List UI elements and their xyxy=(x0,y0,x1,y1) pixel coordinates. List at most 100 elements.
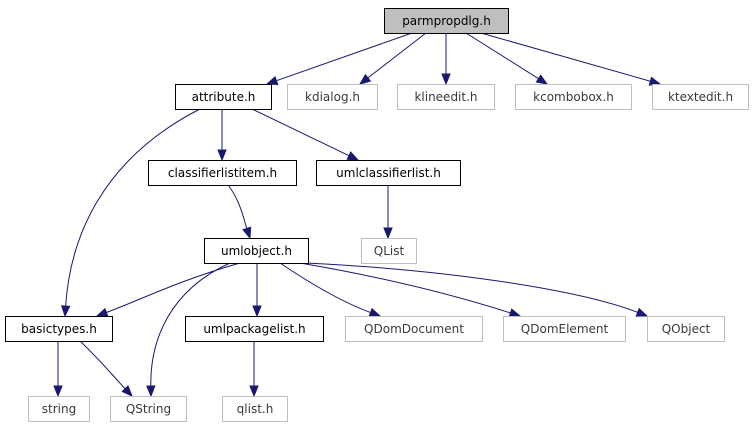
edge-basictypes-to-string xyxy=(53,341,63,398)
node-parmpropdlg: parmpropdlg.h xyxy=(384,8,509,34)
edge-basictypes-to-qstring xyxy=(79,340,133,397)
node-qlist_cap: QList xyxy=(361,238,417,264)
edge-umlobject-to-qobject xyxy=(305,262,649,317)
arrowhead xyxy=(368,307,382,317)
node-umlclassifierlist[interactable]: umlclassifierlist.h xyxy=(316,160,461,186)
node-box xyxy=(222,396,288,422)
edge-parmpropdlg-to-attribute xyxy=(265,32,413,85)
nodes-layer: parmpropdlg.h attribute.h kdialog.h klineed… xyxy=(5,8,749,422)
node-box xyxy=(287,84,378,110)
arrowhead xyxy=(146,385,156,398)
edge-line xyxy=(367,32,427,79)
node-box xyxy=(148,160,297,186)
node-label: QObject xyxy=(662,322,711,336)
arrowhead xyxy=(358,73,372,85)
node-label: umlpackagelist.h xyxy=(203,322,305,336)
edge-line xyxy=(227,184,248,229)
node-label: klineedit.h xyxy=(414,90,477,104)
edge-umlobject-to-qdomdocument xyxy=(279,262,382,317)
edge-umlobject-to-umlpackagelist xyxy=(252,263,262,318)
node-label: kcombobox.h xyxy=(533,90,614,104)
node-label: qlist.h xyxy=(237,402,274,416)
node-kdialog: kdialog.h xyxy=(287,84,378,110)
node-label: QList xyxy=(374,244,405,258)
node-klineedit: klineedit.h xyxy=(397,84,495,110)
arrowhead xyxy=(252,305,262,318)
node-string: string xyxy=(28,396,90,422)
edge-attribute-to-umlclassifierlist xyxy=(251,108,360,161)
node-label: umlclassifierlist.h xyxy=(336,166,441,180)
node-basictypes[interactable]: basictypes.h xyxy=(5,316,113,342)
edge-umlobject-to-basictypes xyxy=(95,262,241,317)
node-attribute[interactable]: attribute.h xyxy=(175,84,272,110)
arrowhead xyxy=(508,308,522,318)
node-box xyxy=(384,8,509,34)
arrowhead xyxy=(635,307,649,317)
edge-attribute-to-basictypes xyxy=(60,108,201,318)
node-label: QDomElement xyxy=(521,322,609,336)
node-box xyxy=(397,84,495,110)
node-label: classifierlistitem.h xyxy=(168,166,277,180)
node-box xyxy=(175,84,272,110)
node-box xyxy=(185,316,324,342)
node-label: parmpropdlg.h xyxy=(402,14,491,28)
node-qlist_h: qlist.h xyxy=(222,396,288,422)
node-qdomelement: QDomElement xyxy=(503,316,626,342)
node-box xyxy=(361,238,417,264)
arrowhead xyxy=(53,385,63,398)
node-box xyxy=(204,238,309,264)
arrowhead xyxy=(265,76,279,85)
edge-line xyxy=(480,32,651,82)
edge-parmpropdlg-to-kcombobox xyxy=(465,32,549,85)
edge-umlclassifierlist-to-qlist_cap xyxy=(383,185,393,240)
edge-line xyxy=(106,262,241,313)
edge-line xyxy=(299,262,511,314)
edge-line xyxy=(79,340,126,390)
node-label: QDomDocument xyxy=(364,322,464,336)
node-label: QString xyxy=(126,402,171,416)
edge-classifierlistitem-to-umlobject xyxy=(227,184,252,240)
edge-umlpackagelist-to-qlist_h xyxy=(249,341,259,398)
node-ktextedit: ktextedit.h xyxy=(652,84,749,110)
node-kcombobox: kcombobox.h xyxy=(515,84,632,110)
edge-line xyxy=(276,32,413,82)
edge-parmpropdlg-to-klineedit xyxy=(441,33,451,86)
arrowhead xyxy=(217,149,227,162)
arrowhead xyxy=(249,385,259,398)
edge-parmpropdlg-to-kdialog xyxy=(358,32,427,85)
arrowhead xyxy=(95,307,109,317)
edge-line xyxy=(65,108,201,307)
node-label: string xyxy=(42,402,76,416)
node-box xyxy=(503,316,626,342)
node-qstring: QString xyxy=(110,396,187,422)
node-box xyxy=(5,316,113,342)
node-box xyxy=(515,84,632,110)
node-box xyxy=(316,160,461,186)
node-qdomdocument: QDomDocument xyxy=(345,316,483,342)
arrowhead xyxy=(648,76,662,86)
arrowhead xyxy=(441,73,451,86)
node-label: umlobject.h xyxy=(221,244,292,258)
node-label: attribute.h xyxy=(192,90,256,104)
arrowhead xyxy=(60,305,71,318)
node-box xyxy=(110,396,187,422)
arrowhead xyxy=(242,226,252,240)
node-qobject: QObject xyxy=(647,316,725,342)
edge-line xyxy=(279,262,371,314)
edge-umlobject-to-qstring xyxy=(146,262,231,398)
node-umlpackagelist[interactable]: umlpackagelist.h xyxy=(185,316,324,342)
edge-attribute-to-classifierlistitem xyxy=(217,109,227,162)
edge-line xyxy=(251,108,350,157)
node-umlobject[interactable]: umlobject.h xyxy=(204,238,309,264)
edge-line xyxy=(305,262,638,313)
node-label: ktextedit.h xyxy=(668,90,733,104)
node-classifierlistitem[interactable]: classifierlistitem.h xyxy=(148,160,297,186)
edge-line xyxy=(150,262,231,387)
node-box xyxy=(345,316,483,342)
node-box xyxy=(647,316,725,342)
arrowhead xyxy=(346,151,360,161)
node-label: basictypes.h xyxy=(21,322,97,336)
arrowhead xyxy=(383,227,393,240)
arrowhead xyxy=(121,385,133,397)
